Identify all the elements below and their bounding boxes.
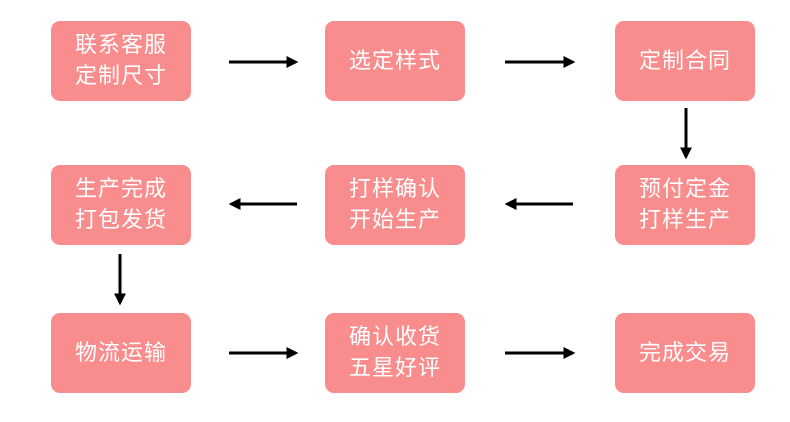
step-complete-transaction: 完成交易 [615, 313, 755, 393]
step-label: 定制合同 [638, 48, 731, 74]
step-label: 预付定金 打样生产 [638, 177, 731, 233]
step-select-style: 选定样式 [325, 21, 465, 101]
step-deposit-sample-production: 预付定金 打样生产 [615, 165, 755, 245]
step-confirm-receipt-review: 确认收货 五星好评 [325, 313, 465, 393]
step-label: 完成交易 [638, 340, 731, 366]
step-production-done-ship: 生产完成 打包发货 [51, 165, 191, 245]
step-label: 打样确认 开始生产 [348, 177, 441, 233]
step-label: 物流运输 [74, 340, 167, 366]
step-label: 生产完成 打包发货 [74, 177, 167, 233]
step-contract: 定制合同 [615, 21, 755, 101]
step-logistics: 物流运输 [51, 313, 191, 393]
step-label: 确认收货 五星好评 [348, 325, 441, 381]
step-label: 联系客服 定制尺寸 [74, 33, 167, 89]
step-sample-confirm-start-production: 打样确认 开始生产 [325, 165, 465, 245]
step-contact-service: 联系客服 定制尺寸 [51, 21, 191, 101]
step-label: 选定样式 [348, 48, 441, 74]
